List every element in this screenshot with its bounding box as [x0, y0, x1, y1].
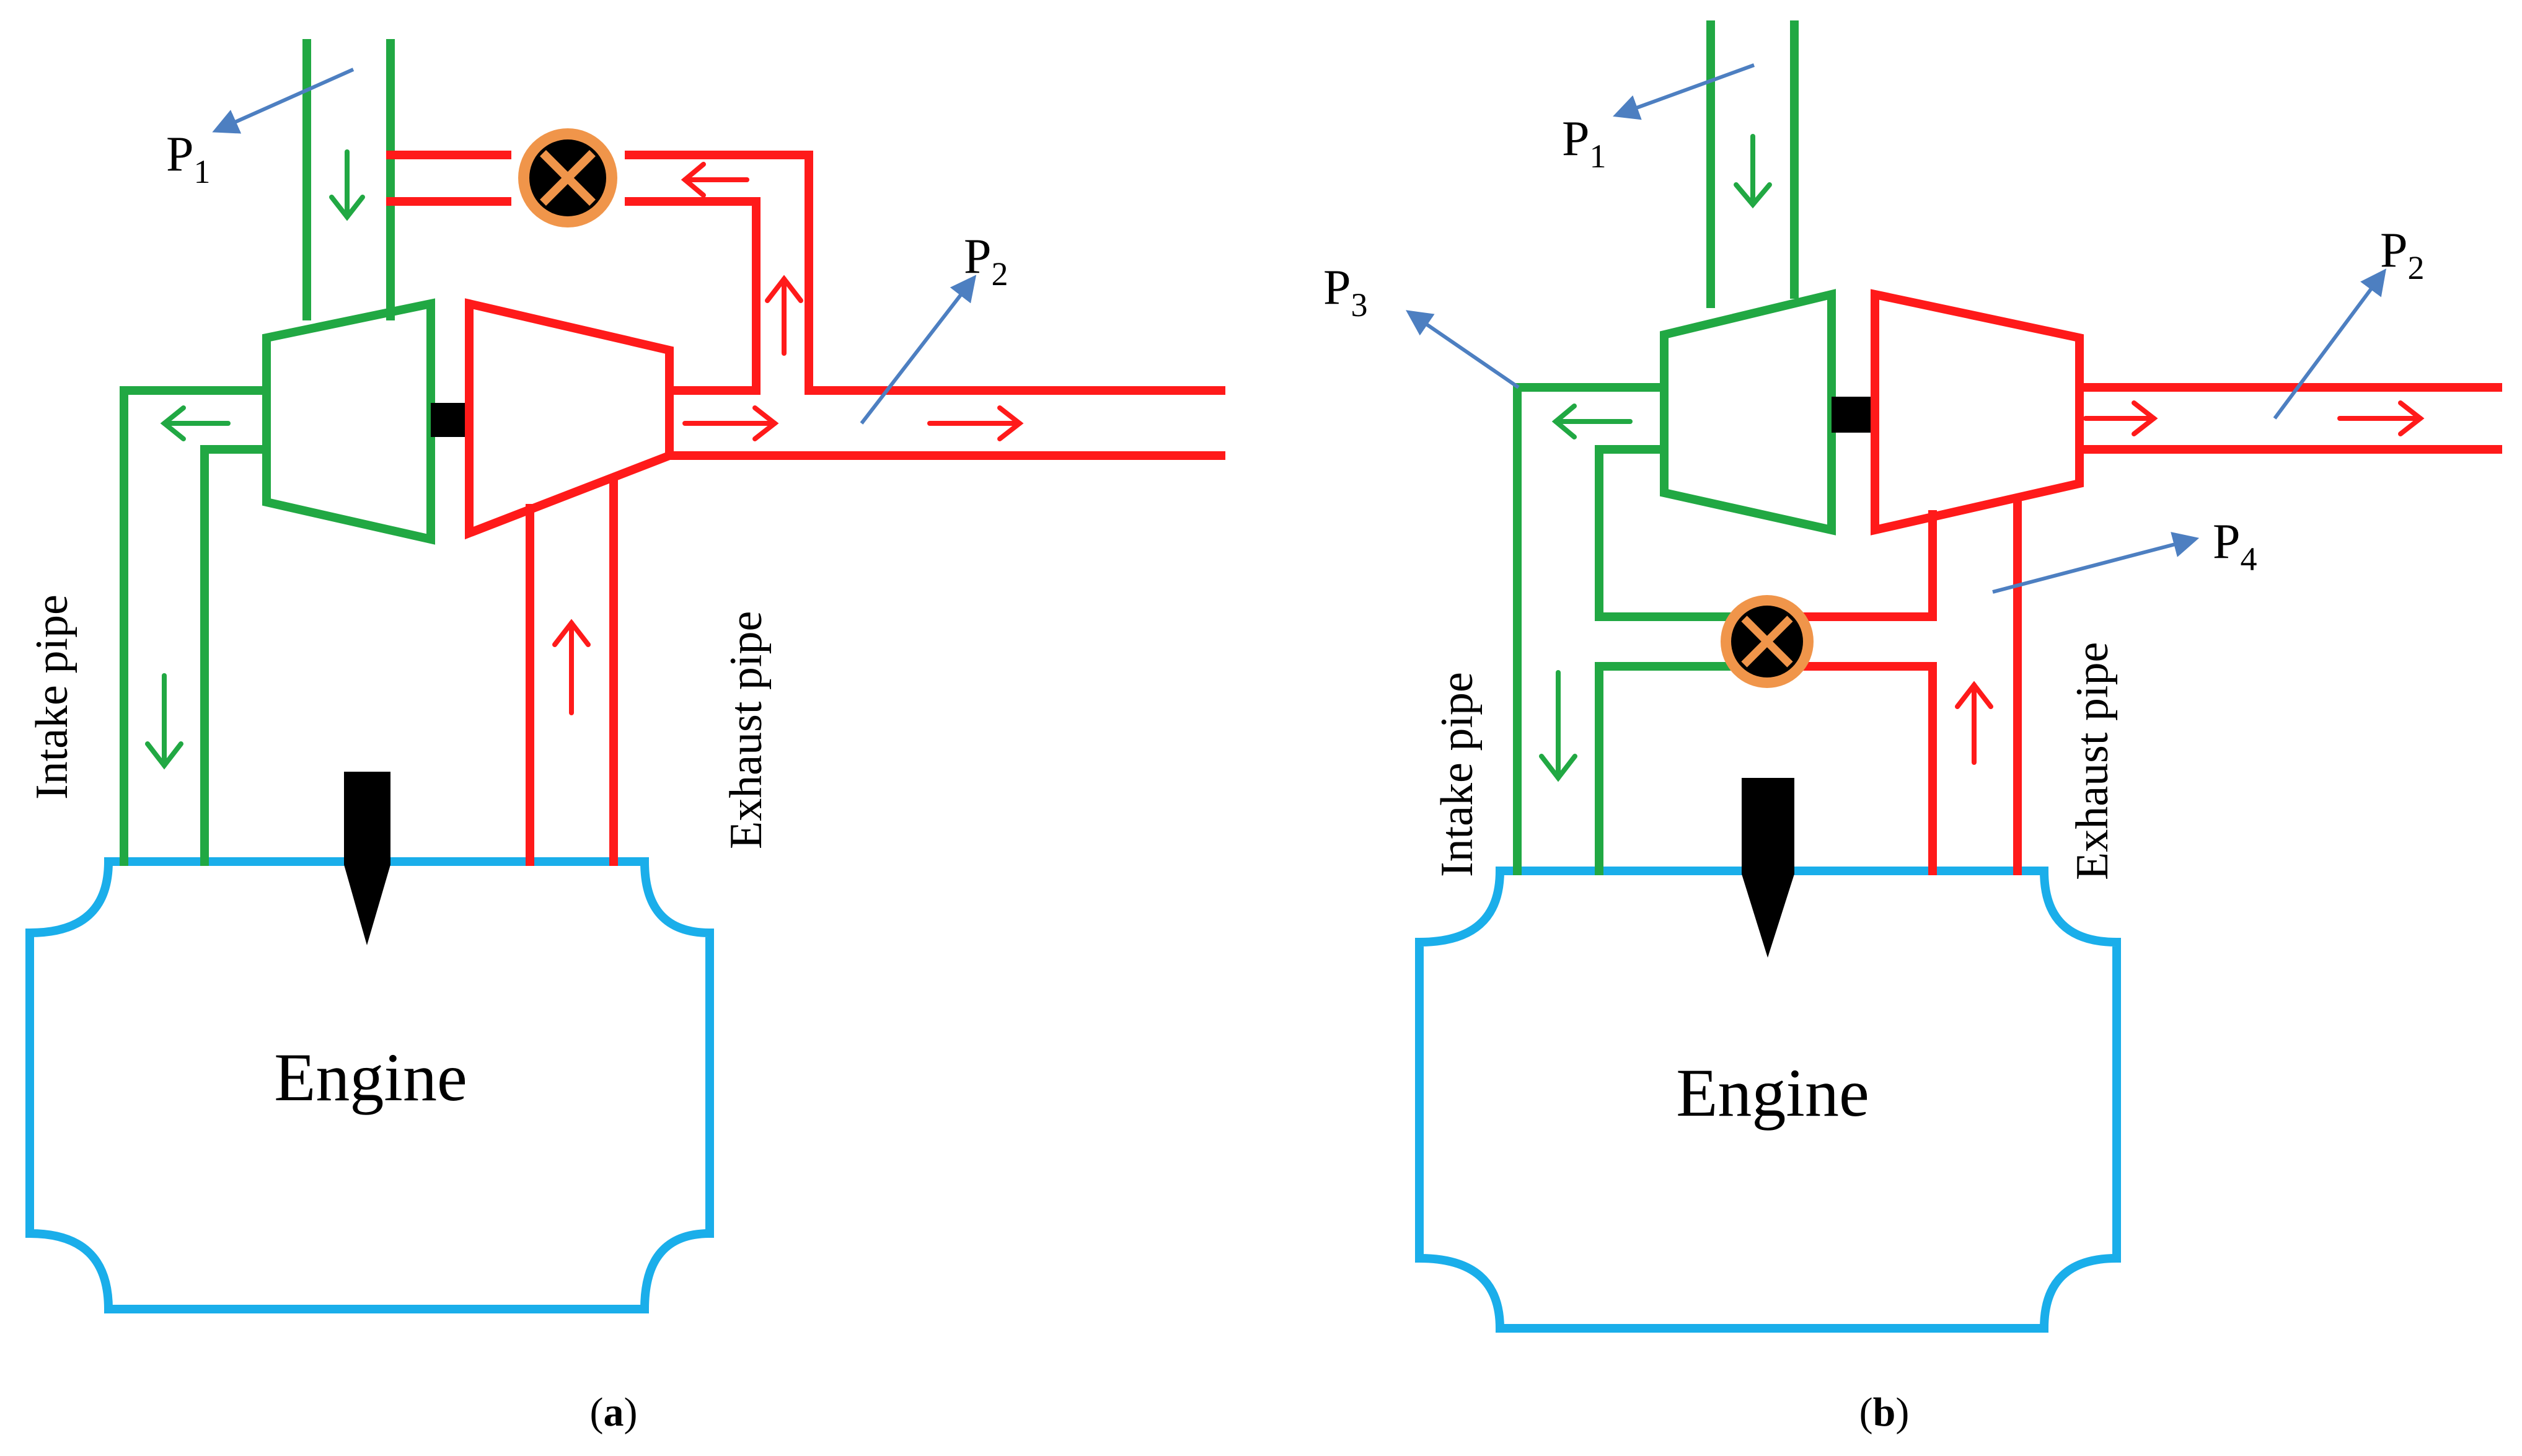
- p2-label-b: P2: [2380, 223, 2425, 286]
- exhaust-pipe-label-a: Exhaust pipe: [721, 611, 772, 849]
- intake-pipe-label-b: Intake pipe: [1432, 672, 1483, 877]
- p3-label-b: P3: [1323, 260, 1368, 324]
- intake-pipe-b: [1513, 20, 1836, 875]
- p1-label-b: P1: [1562, 112, 1607, 175]
- intake-pipe-label-a: Intake pipe: [27, 594, 77, 800]
- caption-a: (a): [590, 1390, 638, 1435]
- p2-pointer-a: [860, 275, 977, 425]
- intake-flow-arrows-b: [1539, 134, 1772, 782]
- intake-flow-arrows-a: [145, 149, 365, 770]
- turbo-shaft-a: [431, 403, 469, 437]
- exhaust-flow-arrows-a: [552, 162, 1024, 715]
- exhaust-pipe-label-b: Exhaust pipe: [2067, 642, 2118, 880]
- p2-label-a: P2: [964, 229, 1008, 293]
- p3-pointer-b: [1406, 310, 1520, 389]
- valve-icon: [518, 128, 617, 227]
- turbo-shaft-b: [1832, 397, 1875, 433]
- injector-icon: [344, 772, 390, 945]
- caption-b: (b): [1859, 1390, 1910, 1435]
- p1-label-a: P1: [166, 127, 211, 190]
- engine-block-b: [1415, 867, 2121, 1333]
- injector-icon: [1742, 778, 1794, 958]
- p4-label-b: P4: [2213, 514, 2257, 578]
- valve-icon: [1721, 595, 1814, 688]
- p4-pointer-b: [1992, 532, 2200, 594]
- exhaust-pipe-a: [386, 151, 1225, 866]
- p1-pointer-b: [1613, 63, 1755, 120]
- exhaust-flow-arrows-b: [1955, 400, 2425, 765]
- p1-pointer-a: [212, 68, 355, 134]
- engine-block-a: [25, 857, 714, 1313]
- exhaust-pipe-b: [1801, 289, 2502, 875]
- panel-a: Engine: [25, 39, 1225, 1435]
- engine-label-a: Engine: [274, 1039, 467, 1115]
- panel-b: Engine: [1323, 20, 2502, 1435]
- p2-pointer-b: [2273, 268, 2387, 420]
- engine-label-b: Engine: [1676, 1055, 1869, 1131]
